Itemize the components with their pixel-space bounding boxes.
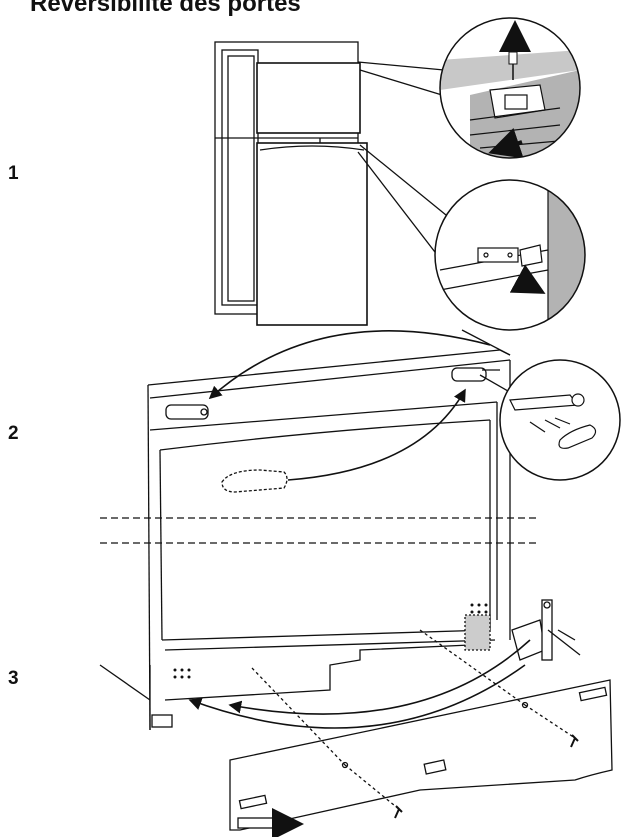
lower-door [256,142,368,326]
detail-handle-parts [499,359,621,481]
step-number-2: 2 [8,423,19,444]
step2-door [147,329,516,731]
detail-top-hinge [439,17,581,159]
step1-fridge [214,41,447,326]
break-lines [100,517,540,544]
step3-bottom [99,599,613,837]
detail-middle-hinge [434,179,586,331]
upper-door [256,62,361,134]
step-number-3: 3 [8,668,19,689]
page-title: Réversibilité des portes [30,0,301,17]
step-number-1: 1 [8,163,19,184]
